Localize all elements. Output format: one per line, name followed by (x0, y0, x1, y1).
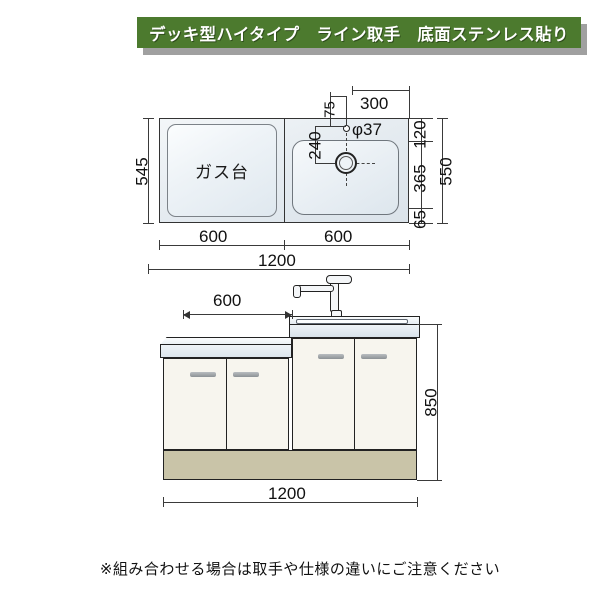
dim-75-ext-line (345, 96, 347, 126)
dim-850-tick-top (417, 324, 442, 325)
plan-center-divider (284, 118, 285, 223)
dim-240-top-line (315, 126, 346, 127)
dim-300-line (352, 90, 409, 91)
dim-850-line (437, 324, 438, 480)
dim-545-tick-bottom (143, 223, 154, 224)
banner-green-bar: デッキ型ハイタイプ ライン取手 底面ステンレス貼り (137, 17, 581, 48)
sink-countertop (289, 324, 420, 338)
dim-600L-label: 600 (199, 227, 228, 246)
dim-240-line (315, 126, 316, 163)
dim-120-line (421, 118, 422, 141)
dim-phi37-label: φ37 (352, 120, 382, 139)
dim-elev-1200-tick-left (163, 497, 164, 507)
faucet-spout-tip (293, 285, 301, 298)
sink-deck-rim (296, 319, 408, 324)
dim-elev-1200-label: 1200 (268, 484, 306, 503)
plan-gas-plate: ガス台 (167, 124, 277, 217)
gas-plate-label: ガス台 (195, 163, 249, 182)
dim-65-line (421, 208, 422, 223)
dim-1200-tick-left (148, 264, 149, 274)
dim-1200-label: 1200 (258, 251, 296, 270)
dim-65-label: 65 (410, 210, 430, 229)
dim-1200-tick-right (409, 264, 410, 274)
dim-300-tick-left (352, 86, 353, 95)
dim-545-tick-top (143, 118, 154, 119)
handle-sink-right (361, 354, 387, 359)
dim-850-tick-bottom (417, 480, 442, 481)
dim-right-tick-bottom (409, 223, 433, 224)
left-countertop (160, 344, 292, 358)
handle-left-right (233, 372, 259, 377)
faucet-lever-handle (326, 275, 352, 284)
dim-600R-tick-right (409, 240, 410, 250)
left-cabinet-door-split (226, 358, 227, 450)
dim-elev-600-label: 600 (213, 291, 242, 310)
dim-550-tick-top (437, 118, 448, 119)
title-banner: デッキ型ハイタイプ ライン取手 底面ステンレス貼り (137, 17, 587, 55)
dim-600L-tick-left (159, 240, 160, 250)
handle-left-left (190, 372, 216, 377)
dim-elev-600-arrow-left (183, 310, 190, 319)
dim-300-tick-right (409, 86, 410, 118)
dim-545-label: 545 (132, 157, 152, 186)
dim-545-line (148, 118, 149, 223)
dim-75-line (330, 96, 346, 97)
dim-elev-600-tick-right (292, 310, 293, 319)
plan-drain-inner-ring (339, 156, 353, 170)
dim-elev-600-arrow-right (285, 310, 292, 319)
dim-300-label: 300 (360, 94, 389, 113)
banner-title-text: デッキ型ハイタイプ ライン取手 底面ステンレス貼り (149, 25, 569, 44)
dim-365-line (421, 141, 422, 208)
dim-600L-line (159, 245, 284, 246)
dim-elev-1200-line (163, 502, 417, 503)
dim-550-line (442, 118, 443, 223)
dim-550-label: 550 (436, 157, 456, 186)
sink-cabinet-door-split (354, 338, 355, 450)
elevation-view: 600 850 1200 (0, 270, 600, 520)
dim-240-bottom-line (315, 162, 335, 164)
footer-note: ※組み合わせる場合は取手や仕様の違いにご注意ください (99, 561, 501, 578)
dim-240-label: 240 (305, 131, 325, 160)
dim-1200-line (148, 269, 409, 270)
dim-elev-600-line (183, 314, 292, 315)
plan-view: ガス台 545 600 600 1200 (0, 0, 600, 290)
dim-600R-line (284, 245, 409, 246)
dim-600R-label: 600 (324, 227, 353, 246)
faucet-spout-arm (296, 285, 334, 292)
dim-550-tick-bottom (437, 223, 448, 224)
dim-75-label: 75 (321, 101, 339, 118)
dim-elev-1200-tick-right (417, 497, 418, 507)
dim-850-label: 850 (421, 388, 441, 417)
handle-sink-left (318, 354, 344, 359)
kick-plate (163, 450, 417, 480)
dim-75-left-ext (330, 92, 331, 126)
